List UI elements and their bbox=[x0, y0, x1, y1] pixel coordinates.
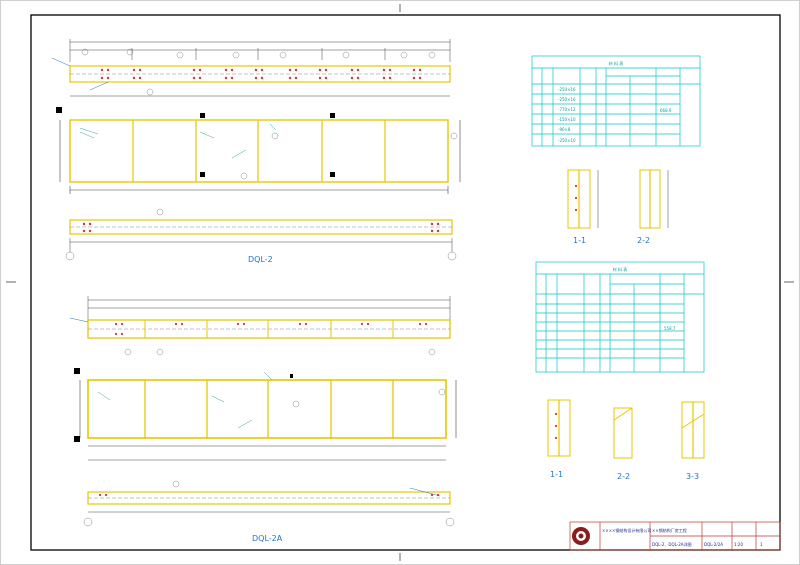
material-table-a bbox=[531, 55, 701, 147]
beam-dql2-bottom-view bbox=[65, 208, 457, 261]
section-b-2-2 bbox=[613, 407, 633, 459]
title-block-drawing-no: DQL-2/2A bbox=[704, 542, 723, 547]
section-b-1-1 bbox=[547, 399, 571, 457]
table-a-spec: -250×16 bbox=[558, 97, 576, 102]
section-a-1-1 bbox=[567, 169, 599, 229]
view-label-dql2: DQL-2 bbox=[248, 255, 273, 264]
title-block-scale: 1:20 bbox=[734, 542, 743, 547]
beam-dql2a-top-view bbox=[69, 296, 451, 356]
section-label-b-3-3: 3-3 bbox=[686, 472, 700, 481]
table-a-sum: 668.9 bbox=[660, 108, 672, 113]
title-block bbox=[569, 521, 781, 551]
section-b-3-3 bbox=[681, 401, 705, 459]
company-logo bbox=[572, 527, 590, 545]
title-block-company: ××××钢结构设计有限公司 bbox=[602, 527, 651, 533]
title-block-drawing-title: DQL-2、DQL-2A详图 bbox=[652, 541, 692, 547]
section-label-b-1-1: 1-1 bbox=[550, 470, 564, 479]
beam-dql2a-bottom-view bbox=[83, 480, 455, 527]
section-label-a-1-1: 1-1 bbox=[573, 236, 587, 245]
title-block-project: ××钢结构厂房工程 bbox=[652, 527, 687, 533]
table-a-spec: -90×8 bbox=[558, 127, 571, 132]
section-label-a-2-2: 2-2 bbox=[637, 236, 651, 245]
title-block-sheet: 1 bbox=[760, 542, 763, 547]
section-a-2-2 bbox=[639, 169, 669, 229]
table-a-rows: -250×16 -250×16 -770×12 -150×10 -90×8 -2… bbox=[558, 87, 672, 143]
table-a-spec: -770×12 bbox=[558, 107, 576, 112]
beam-dql2-top-view bbox=[51, 39, 451, 97]
view-label-dql2a: DQL-2A bbox=[252, 534, 283, 543]
beam-dql2a-elevation bbox=[74, 368, 457, 461]
table-b-title: 材 料 表 bbox=[613, 266, 628, 272]
table-a-spec: -250×16 bbox=[558, 87, 576, 92]
table-a-spec: -150×10 bbox=[558, 117, 576, 122]
drawing-frame bbox=[30, 14, 781, 551]
section-label-b-2-2: 2-2 bbox=[617, 472, 631, 481]
table-a-spec: -250×10 bbox=[558, 138, 576, 143]
beam-dql2-elevation bbox=[56, 107, 461, 194]
table-a-title: 材 料 表 bbox=[609, 60, 624, 66]
material-table-b bbox=[535, 261, 705, 373]
table-b-sum: 558.7 bbox=[664, 326, 676, 331]
